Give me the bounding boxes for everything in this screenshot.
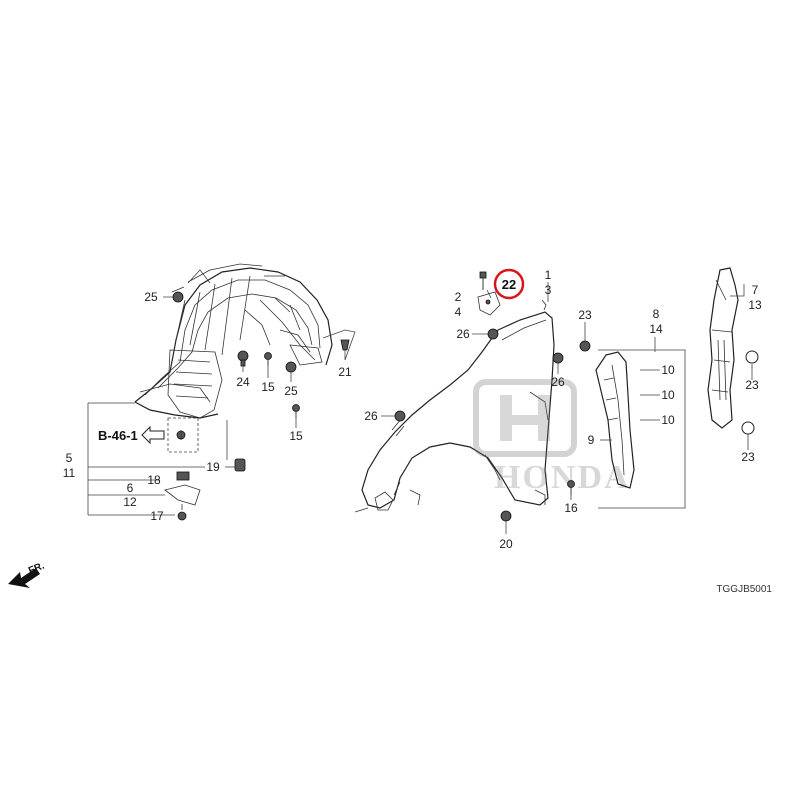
inner-fender-liner (134, 263, 333, 419)
callout-10-a: 10 (661, 363, 675, 377)
ref-box (167, 417, 199, 453)
callout-12: 12 (123, 495, 137, 509)
callout-8: 8 (653, 307, 660, 321)
callout-25-b: 25 (284, 384, 298, 398)
callout-11: 11 (63, 466, 76, 480)
fender-seal (595, 351, 635, 489)
callout-23-a: 23 (578, 308, 592, 322)
callout-2: 2 (455, 290, 462, 304)
front-direction-arrow (8, 568, 40, 588)
splash-shield (707, 267, 739, 429)
clip-26-b (394, 410, 406, 422)
callout-10-b: 10 (661, 388, 675, 402)
callout-4: 4 (455, 305, 462, 319)
callout-1: 1 (545, 268, 552, 282)
callout-7: 7 (752, 283, 759, 297)
callout-3: 3 (545, 283, 552, 297)
seal-group-box (598, 337, 686, 509)
screw-17 (177, 504, 187, 521)
callout-25-a: 25 (144, 290, 158, 304)
clip-21 (340, 339, 350, 351)
callout-13: 13 (748, 298, 762, 312)
ref-label: B-46-1 (98, 428, 138, 443)
callout-26-c: 26 (551, 375, 565, 389)
nut-19 (234, 458, 246, 472)
bolt-16 (567, 480, 575, 495)
highlight-circle (493, 268, 525, 300)
bolt-20 (500, 510, 512, 522)
callout-26-a: 26 (456, 327, 470, 341)
watermark-text: HONDA (494, 459, 631, 496)
clip-25-b (285, 361, 297, 373)
drawing-code: TGGJB5001 (716, 584, 772, 595)
bracket-18 (176, 471, 190, 481)
callout-10-c: 10 (661, 413, 675, 427)
callout-24: 24 (236, 375, 250, 389)
bolt-22 (479, 271, 487, 290)
callout-19: 19 (206, 460, 220, 474)
ref-arrow (141, 425, 165, 445)
callout-17: 17 (150, 509, 164, 523)
clip-23-b (745, 350, 759, 364)
callout-16: 16 (564, 501, 578, 515)
callout-26-b: 26 (364, 409, 378, 423)
front-arrow-label: FR. (27, 560, 46, 576)
callout-23-b: 23 (745, 378, 759, 392)
clip-23-c (741, 421, 755, 435)
callout-20: 20 (499, 537, 513, 551)
clip-24 (237, 350, 249, 367)
callout-6: 6 (127, 481, 134, 495)
screw-15-a (264, 352, 272, 366)
clip-23-a (579, 340, 591, 352)
bracket-2-4 (477, 291, 501, 316)
callout-15-b: 15 (289, 429, 303, 443)
callout-21: 21 (338, 365, 352, 379)
screw-15-b (292, 404, 300, 418)
callout-15-a: 15 (261, 380, 275, 394)
front-fender (354, 299, 555, 513)
bracket-6-12 (164, 484, 201, 506)
callout-5: 5 (66, 451, 73, 465)
callout-23-c: 23 (741, 450, 755, 464)
clip-25-top (172, 291, 184, 303)
clip-26-c (552, 352, 564, 364)
honda-watermark: HONDA (473, 379, 631, 496)
callout-18: 18 (147, 473, 161, 487)
callout-14: 14 (649, 322, 663, 336)
callout-22: 22 (502, 277, 516, 292)
clip-26-a (487, 328, 499, 340)
callout-9: 9 (588, 433, 595, 447)
